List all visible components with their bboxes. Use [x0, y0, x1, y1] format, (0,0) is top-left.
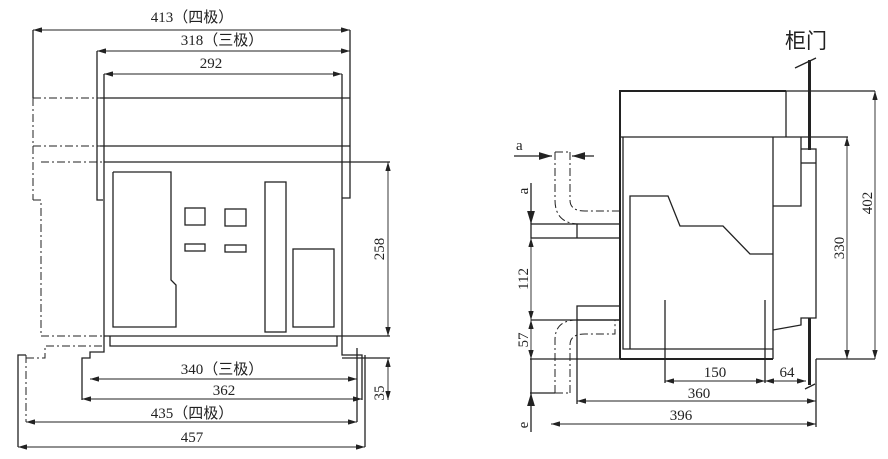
breaker-profile — [629, 195, 773, 349]
dim-258: 258 — [372, 238, 388, 261]
busbars — [530, 151, 621, 394]
dim-330: 330 — [832, 237, 848, 260]
indicator-window-1 — [184, 207, 206, 226]
dim-340: 340（三极） — [181, 361, 264, 378]
dim-435: 435（四极） — [151, 405, 234, 422]
front-outline — [17, 30, 390, 447]
dim-112: 112 — [516, 268, 532, 290]
button-slot-2 — [224, 244, 247, 253]
dim-35: 35 — [372, 386, 388, 401]
nameplate — [292, 248, 335, 328]
dim-457: 457 — [181, 430, 204, 446]
door-label: 柜门 — [785, 29, 827, 53]
cabinet-door — [794, 57, 817, 390]
dim-a-top: a — [516, 138, 523, 154]
dim-292: 292 — [200, 56, 223, 72]
dim-402: 402 — [860, 192, 876, 215]
button-slot-1 — [184, 243, 206, 252]
dim-362: 362 — [213, 383, 236, 399]
side-view: 柜门 a a 112 57 e 150 64 360 396 330 402 — [514, 29, 878, 432]
dim-e: e — [516, 421, 532, 428]
indicator-window-2 — [224, 208, 247, 227]
controller-slot — [264, 181, 287, 333]
dim-318: 318（三极） — [181, 32, 264, 49]
dim-a-side: a — [516, 187, 532, 194]
dim-64: 64 — [780, 365, 796, 381]
dim-396: 396 — [670, 408, 693, 424]
dim-150: 150 — [704, 365, 727, 381]
front-view: 413（四极） 318（三极） 292 258 35 340（三极） 362 4… — [17, 9, 391, 450]
dim-57: 57 — [516, 332, 532, 348]
dim-413: 413（四极） — [151, 9, 234, 26]
handle-panel — [112, 171, 177, 328]
dim-360: 360 — [688, 386, 711, 402]
